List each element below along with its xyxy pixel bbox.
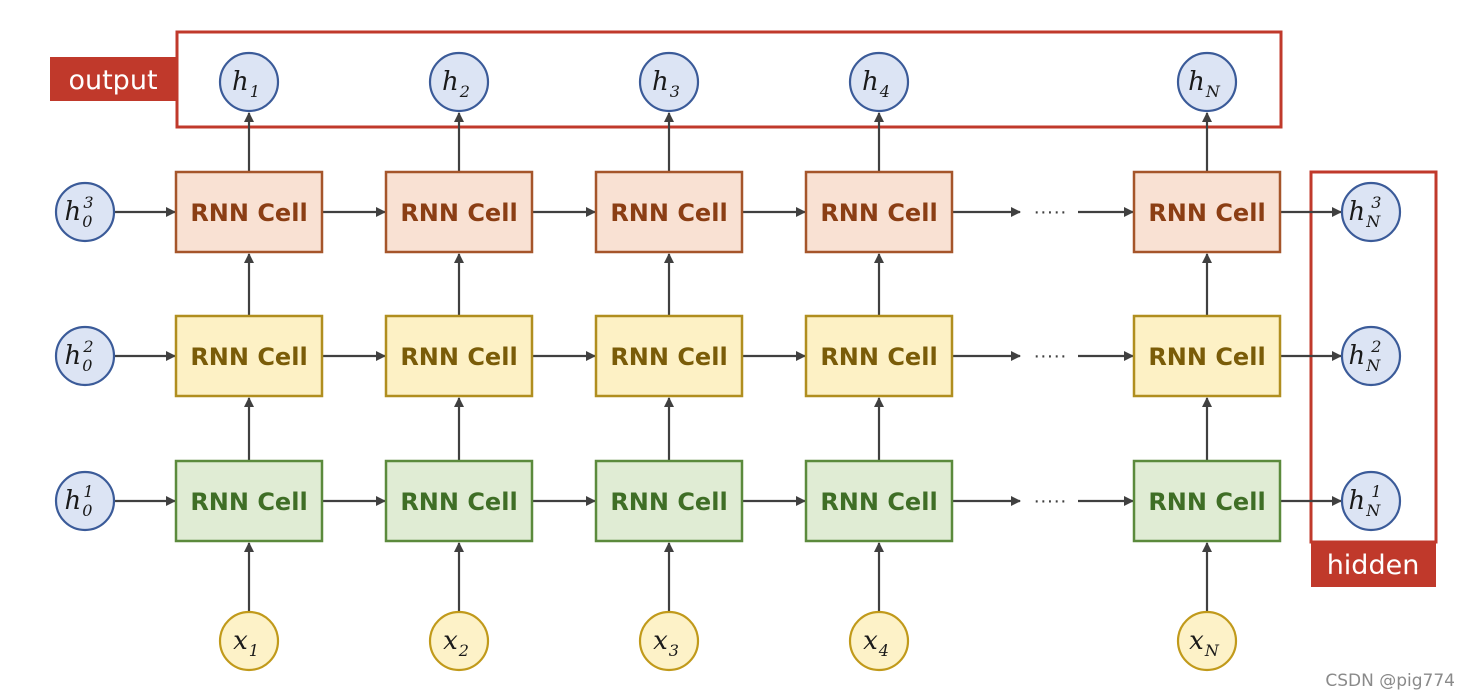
rnn-cell-layer-3-3: RNN Cell	[594, 170, 744, 254]
output-tag-label: output	[68, 65, 157, 96]
svg-text:h03: h03	[64, 193, 93, 231]
rnn-cell-label: RNN Cell	[400, 343, 517, 371]
rnn-cell-label: RNN Cell	[1148, 488, 1265, 516]
svg-text:hN1: hN1	[1349, 482, 1382, 520]
rnn-cell-label: RNN Cell	[820, 343, 937, 371]
final-hidden-node-1: hN1	[1340, 470, 1402, 532]
output-node-h-4: h4	[848, 51, 910, 113]
nodes-layer: ····· ····· ····· h1 x1 h2 x2 h3 x3 h4 x4 hN xN h03 hN…	[54, 51, 1402, 672]
rnn-cell-layer-1-N: RNN Cell	[1132, 459, 1282, 543]
layer-2-ellipsis: ·····	[1033, 345, 1066, 367]
rnn-cell-layer-3-N: RNN Cell	[1132, 170, 1282, 254]
svg-text:h2: h2	[442, 67, 470, 101]
rnn-cell-label: RNN Cell	[610, 343, 727, 371]
svg-text:h02: h02	[64, 337, 93, 375]
input-node-x-4: x4	[848, 610, 910, 672]
rnn-cell-layer-1-1: RNN Cell	[174, 459, 324, 543]
output-node-h-N: hN	[1176, 51, 1238, 113]
rnn-cell-layer-3-1: RNN Cell	[174, 170, 324, 254]
rnn-cell-layer-1-2: RNN Cell	[384, 459, 534, 543]
watermark: CSDN @pig774	[1325, 671, 1455, 691]
rnn-cell-label: RNN Cell	[190, 199, 307, 227]
rnn-cell-label: RNN Cell	[820, 488, 937, 516]
rnn-cell-layer-3-2: RNN Cell	[384, 170, 534, 254]
rnn-cell-label: RNN Cell	[1148, 199, 1265, 227]
rnn-cell-layer-1-4: RNN Cell	[804, 459, 954, 543]
final-hidden-node-3: hN3	[1340, 181, 1402, 243]
svg-text:hN3: hN3	[1349, 193, 1382, 231]
rnn-cell-label: RNN Cell	[820, 199, 937, 227]
rnn-cell-layer-2-N: RNN Cell	[1132, 314, 1282, 398]
initial-hidden-node-1: h01	[54, 470, 116, 532]
input-node-x-1: x1	[218, 610, 280, 672]
rnn-cell-layer-1-3: RNN Cell	[594, 459, 744, 543]
final-hidden-node-2: hN2	[1340, 325, 1402, 387]
output-node-h-1: h1	[218, 51, 280, 113]
rnn-cell-label: RNN Cell	[190, 343, 307, 371]
initial-hidden-node-3: h03	[54, 181, 116, 243]
hidden-tag-label: hidden	[1327, 550, 1420, 581]
rnn-cell-label: RNN Cell	[610, 199, 727, 227]
input-node-x-N: xN	[1176, 610, 1238, 672]
rnn-cell-layer-2-3: RNN Cell	[594, 314, 744, 398]
svg-text:h01: h01	[64, 482, 93, 520]
layer-3-ellipsis: ·····	[1033, 201, 1066, 223]
output-box	[175, 30, 1283, 129]
output-node-h-2: h2	[428, 51, 490, 113]
rnn-cell-label: RNN Cell	[1148, 343, 1265, 371]
rnn-cell-layer-2-1: RNN Cell	[174, 314, 324, 398]
hidden-tag	[1311, 542, 1436, 587]
rnn-cell-label: RNN Cell	[400, 488, 517, 516]
initial-hidden-node-2: h02	[54, 325, 116, 387]
output-tag	[50, 57, 177, 101]
svg-text:hN2: hN2	[1349, 337, 1382, 375]
input-node-x-2: x2	[428, 610, 490, 672]
arrows-layer	[114, 112, 1342, 612]
input-node-x-3: x3	[638, 610, 700, 672]
rnn-cell-layer-2-4: RNN Cell	[804, 314, 954, 398]
rnn-cell-label: RNN Cell	[400, 199, 517, 227]
rnn-cell-layer-2-2: RNN Cell	[384, 314, 534, 398]
rnn-cell-label: RNN Cell	[190, 488, 307, 516]
svg-text:x3: x3	[653, 626, 679, 660]
rnn-cell-layer-3-4: RNN Cell	[804, 170, 954, 254]
svg-text:x1: x1	[233, 626, 259, 660]
output-node-h-3: h3	[638, 51, 700, 113]
layer-1-ellipsis: ·····	[1033, 490, 1066, 512]
rnn-cell-label: RNN Cell	[610, 488, 727, 516]
